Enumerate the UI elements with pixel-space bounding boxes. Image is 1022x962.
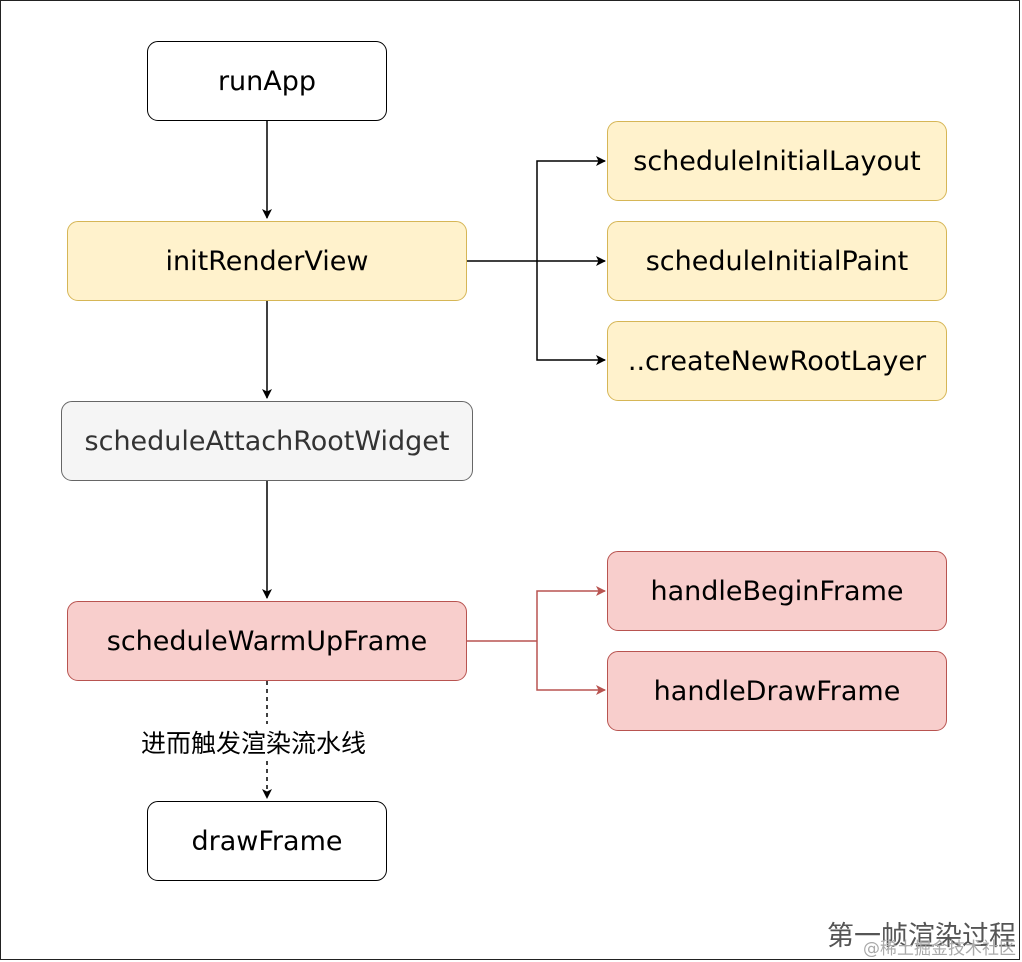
node-initrenderview: initRenderView [67,221,467,301]
node-schedulewarmupframe: scheduleWarmUpFrame [67,601,467,681]
node-runapp: runApp [147,41,387,121]
node-handledrawframe: handleDrawFrame [607,651,947,731]
node-createnewrootlayer: ..createNewRootLayer [607,321,947,401]
node-scheduleinitiallayout: scheduleInitialLayout [607,121,947,201]
watermark-source: @稀土掘金技术社区 [863,939,1016,959]
edge-to-createnewrootlayer [536,261,606,365]
watermark-title: 第一帧渲染过程 [827,921,1016,952]
node-scheduleattachrootwidget: scheduleAttachRootWidget [61,401,473,481]
edge-to-handlebeginframe [536,586,606,641]
edge-label-trigger-pipeline: 进而触发渲染流水线 [141,724,367,760]
node-drawframe: drawFrame [147,801,387,881]
edge-to-handledrawframe [536,641,606,695]
edge-to-scheduleinitiallayout [536,156,606,261]
node-handlebeginframe: handleBeginFrame [607,551,947,631]
node-scheduleinitialpaint: scheduleInitialPaint [607,221,947,301]
